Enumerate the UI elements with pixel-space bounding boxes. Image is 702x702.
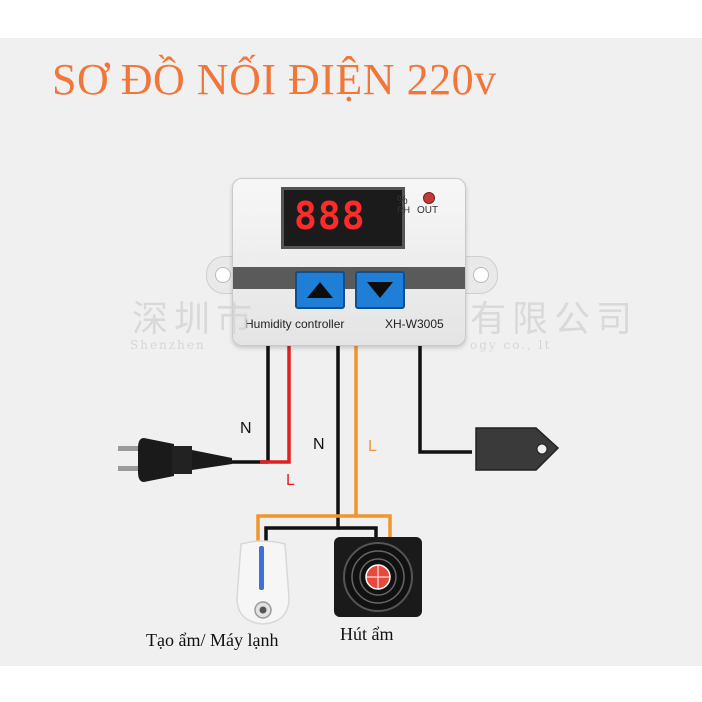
controller-name: Humidity controller <box>245 317 345 331</box>
label-out-l: L <box>368 438 377 455</box>
triangle-up-icon <box>307 282 333 298</box>
watermark-sub-right: ogy co., lt <box>470 338 552 352</box>
humidity-controller: 888 % RH OUT Humidity controller XH-W300… <box>232 178 466 346</box>
unit-rh: RH <box>397 205 410 215</box>
label-fan: Hút ẩm <box>340 624 394 644</box>
wire-out-l <box>256 344 358 542</box>
output-led <box>423 192 435 204</box>
humidifier-icon <box>236 540 290 625</box>
watermark-sub-left: Shenzhen <box>130 338 206 352</box>
unit-percent: % <box>397 193 408 207</box>
power-plug-icon <box>118 438 232 482</box>
diagram-title: SƠ ĐỒ NỐI ĐIỆN 220v <box>52 55 497 104</box>
wire-sensor <box>418 344 472 454</box>
display-digits: 888 <box>294 194 366 238</box>
led-display: 888 <box>281 187 405 249</box>
fan-icon <box>334 537 422 617</box>
label-plug-l: L <box>286 472 295 489</box>
label-plug-n: N <box>240 420 252 437</box>
down-button[interactable] <box>355 271 405 309</box>
mount-hole <box>215 267 231 283</box>
up-button[interactable] <box>295 271 345 309</box>
wire-plug-l <box>260 344 291 464</box>
out-label: OUT <box>417 205 439 216</box>
watermark-left: 深圳市 <box>132 299 259 340</box>
watermark-right: 有限公司 <box>470 299 639 340</box>
wire-out-l-fan <box>356 514 392 544</box>
controller-model: XH-W3005 <box>385 317 444 331</box>
wire-out-n <box>264 344 340 546</box>
humidity-sensor-icon <box>475 427 560 471</box>
mount-hole <box>473 267 489 283</box>
label-out-n: N <box>313 436 325 453</box>
triangle-down-icon <box>367 282 393 298</box>
label-humidifier: Tạo ẩm/ Máy lạnh <box>146 630 279 650</box>
fan-blades-icon <box>343 542 413 612</box>
controller-strip <box>233 267 465 289</box>
